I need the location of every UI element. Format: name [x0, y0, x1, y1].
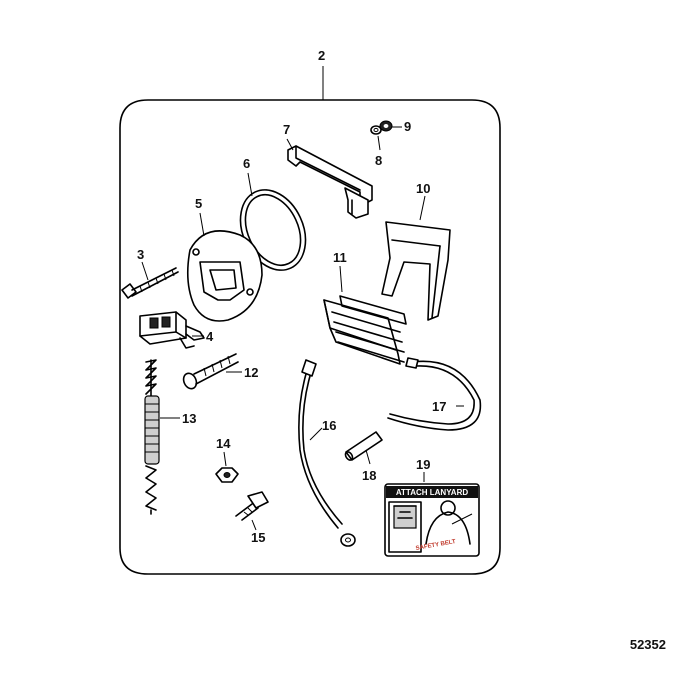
part-label-7: 7: [283, 122, 290, 137]
leader-lines: [141, 126, 464, 531]
part-label-17: 17: [432, 399, 446, 414]
part-label-12: 12: [244, 365, 258, 380]
part-label-13: 13: [182, 411, 196, 426]
assembly-outline-box: [119, 99, 501, 575]
part-11-finned-bracket: [323, 295, 407, 365]
part-label-6: 6: [243, 156, 250, 171]
part-3-screw: [121, 267, 179, 299]
part-label-2: 2: [318, 48, 325, 63]
part-label-8: 8: [375, 153, 382, 168]
part-12-bolt: [182, 353, 239, 390]
part-label-16: 16: [322, 418, 336, 433]
part-9-nut: [379, 120, 393, 132]
part-label-14: 14: [216, 436, 231, 451]
part-label-19: 19: [416, 457, 430, 472]
decal-header-text: ATTACH LANYARD: [396, 488, 469, 497]
part-4-connector: [139, 311, 205, 349]
part-14-nut: [215, 467, 239, 483]
part-17-strap: [387, 357, 482, 431]
part-label-5: 5: [195, 196, 202, 211]
part-label-15: 15: [251, 530, 265, 545]
part-18-pin: [344, 431, 383, 461]
part-7-bracket: [287, 145, 373, 219]
part-19-decal: ATTACH LANYARD SAFETY BELT: [384, 483, 480, 557]
part-10-clip: [381, 221, 451, 321]
part-label-9: 9: [404, 119, 411, 134]
part-labels: 2 3 4 5 6 7 8 9 10 11 12 13 14 15 16 17 …: [137, 48, 446, 545]
part-label-11: 11: [333, 250, 347, 265]
part-label-4: 4: [206, 329, 214, 344]
part-label-3: 3: [137, 247, 144, 262]
part-5-plate: [186, 230, 263, 322]
part-13-spring: [144, 359, 160, 515]
part-15-bolt: [235, 491, 269, 521]
part-label-10: 10: [416, 181, 430, 196]
part-16-cable: [298, 359, 356, 547]
decal-header: [386, 486, 478, 498]
figure-number: 52352: [630, 637, 666, 652]
part-8-washer: [370, 125, 382, 135]
part-label-18: 18: [362, 468, 376, 483]
